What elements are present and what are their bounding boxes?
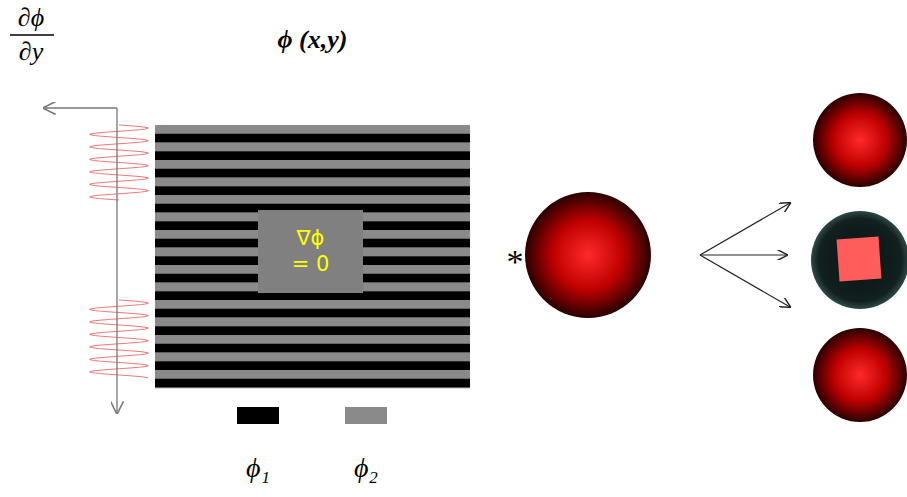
legend-label: ϕ₂ — [354, 452, 378, 484]
grating-stripe — [155, 186, 470, 195]
legend-label: ϕ₁ — [246, 452, 270, 484]
axis-arrow — [44, 107, 117, 108]
grating-stripe — [155, 143, 470, 152]
flat-phase-box: ∇ϕ = 0 — [258, 210, 363, 293]
box-label: ∇ϕ = 0 — [288, 226, 332, 276]
grating-stripe — [155, 151, 470, 160]
zero-order-beam — [811, 211, 907, 309]
input-beam — [525, 192, 651, 318]
diffraction-arrow — [700, 203, 790, 255]
grating-stripe — [155, 326, 470, 335]
grating-stripe — [155, 160, 470, 169]
grating-stripe — [155, 134, 470, 143]
legend-swatch — [345, 407, 387, 424]
grating-stripe — [155, 361, 470, 370]
derivative-denominator: ∂y — [19, 37, 43, 67]
gradient-wave — [90, 300, 148, 378]
grating-stripe — [155, 335, 470, 344]
grating-stripe — [155, 370, 470, 379]
axis-arrow — [116, 108, 117, 413]
derivative-numerator: ∂ϕ — [18, 3, 44, 33]
grating-stripe — [155, 169, 470, 178]
square-image — [837, 237, 882, 282]
grating-stripe — [155, 178, 470, 187]
phase-grating — [155, 125, 470, 388]
convolution-symbol: * — [507, 243, 524, 281]
gradient-wave — [90, 125, 148, 378]
mask-title: ϕ (x,y) — [155, 25, 470, 55]
grating-stripe — [155, 309, 470, 318]
legend-swatch — [237, 407, 279, 424]
diffraction-arrow — [700, 255, 790, 307]
diffracted-beam — [813, 328, 907, 422]
phase-mask: ϕ (x,y)∇ϕ = 0 — [155, 125, 470, 388]
grating-stripe — [155, 195, 470, 204]
grating-stripe — [155, 318, 470, 327]
diffracted-beam — [813, 93, 907, 187]
grating-stripe — [155, 387, 470, 389]
gradient-wave — [90, 125, 148, 200]
fraction-bar — [10, 34, 54, 36]
grating-stripe — [155, 300, 470, 309]
grating-stripe — [155, 379, 470, 388]
grating-stripe — [155, 353, 470, 362]
grating-stripe — [155, 344, 470, 353]
diffraction-arrow — [700, 254, 787, 255]
grating-stripe — [155, 125, 470, 134]
